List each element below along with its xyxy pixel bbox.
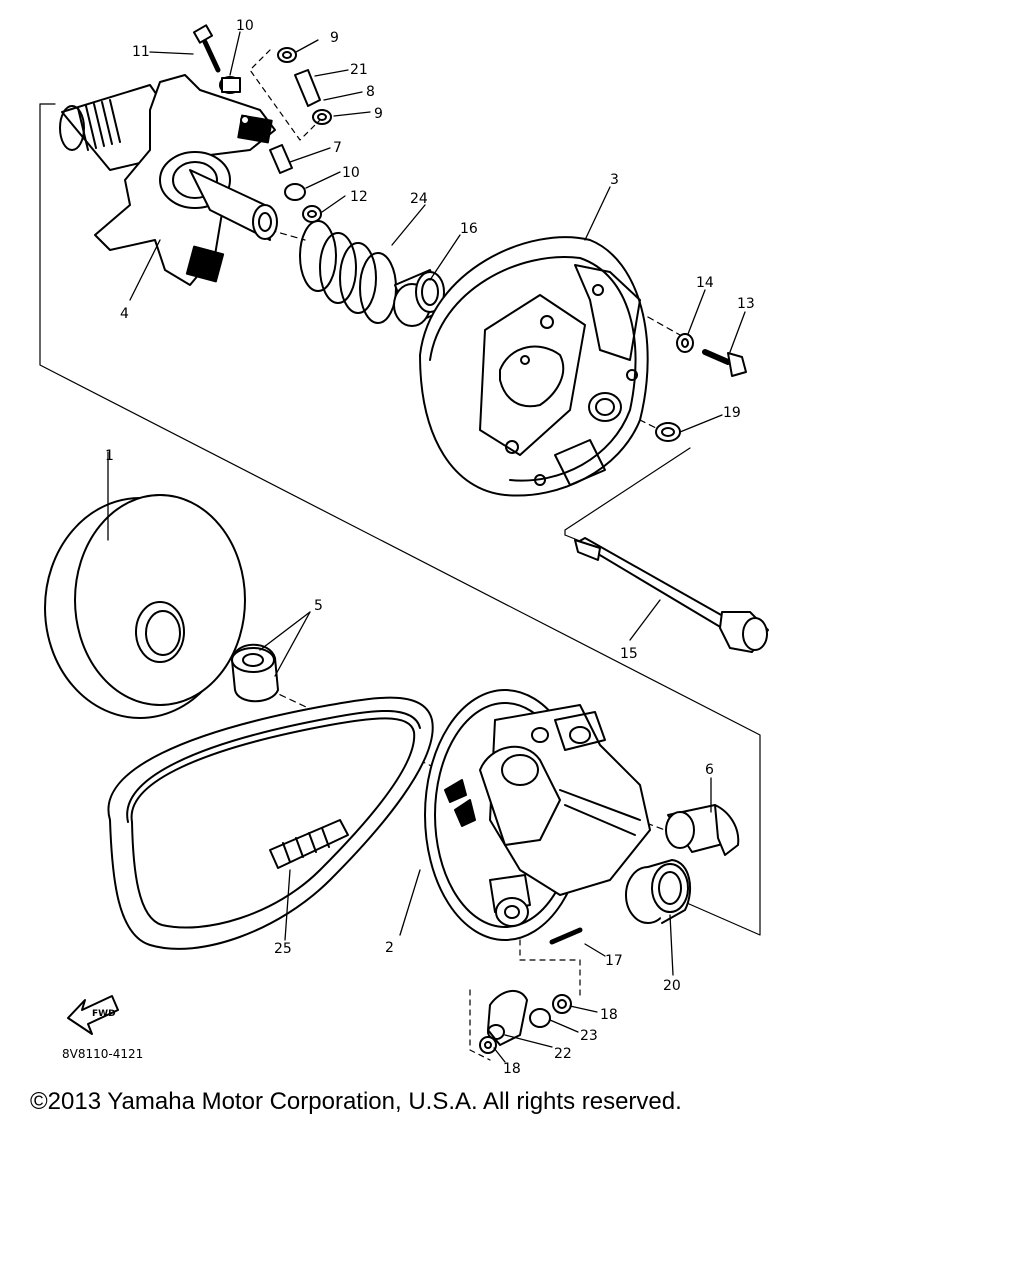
callout-19: 19 <box>723 405 741 421</box>
cover-fasteners <box>655 333 747 442</box>
callout-24: 24 <box>410 191 428 207</box>
callout-21: 21 <box>350 62 368 78</box>
callout-7: 7 <box>333 140 342 156</box>
callout-10a: 10 <box>236 18 254 34</box>
drive-belt <box>107 696 434 950</box>
callout-6: 6 <box>705 762 714 778</box>
callout-17: 17 <box>605 953 623 969</box>
fixed-sheave <box>44 494 246 719</box>
callout-1: 1 <box>105 448 114 464</box>
callout-23: 23 <box>580 1028 598 1044</box>
callout-9b: 9 <box>374 106 383 122</box>
callout-3: 3 <box>610 172 619 188</box>
callout-4: 4 <box>120 306 129 322</box>
diagram-reference-code: 8V8110-4121 <box>62 1047 143 1061</box>
callout-20: 20 <box>663 978 681 994</box>
callout-22: 22 <box>554 1046 572 1062</box>
forward-direction-icon: FWD <box>67 995 119 1035</box>
spider-small-parts <box>192 24 332 223</box>
callout-leaders <box>107 31 746 1063</box>
long-bolt <box>574 537 769 653</box>
callout-18a: 18 <box>600 1007 618 1023</box>
copyright-notice: ©2013 Yamaha Motor Corporation, U.S.A. A… <box>30 1088 682 1115</box>
callout-25: 25 <box>274 941 292 957</box>
moveable-sheave <box>424 689 651 941</box>
weight-arm-set <box>479 927 583 1054</box>
slider <box>665 804 740 856</box>
callout-9a: 9 <box>330 30 339 46</box>
callout-8: 8 <box>366 84 375 100</box>
callout-13: 13 <box>737 296 755 312</box>
bushing <box>393 269 446 327</box>
callout-18b: 18 <box>503 1061 521 1077</box>
callout-11: 11 <box>132 44 150 60</box>
callout-14: 14 <box>696 275 714 291</box>
callout-10b: 10 <box>342 165 360 181</box>
spring <box>299 220 397 324</box>
spider-shaft-assembly <box>59 74 278 286</box>
collars <box>231 643 279 703</box>
callout-15: 15 <box>620 646 638 662</box>
ring-bushing <box>625 859 692 924</box>
callout-16: 16 <box>460 221 478 237</box>
clutch-cover <box>419 236 649 497</box>
callout-2: 2 <box>385 940 394 956</box>
fwd-label: FWD <box>92 1009 116 1019</box>
callout-5: 5 <box>314 598 323 614</box>
exploded-parts-diagram: FWD 1 2 3 4 5 <box>39 18 769 1077</box>
callout-12: 12 <box>350 189 368 205</box>
callout-labels: 1 2 3 4 5 6 7 8 9 9 10 10 11 12 13 14 15… <box>62 18 755 1077</box>
